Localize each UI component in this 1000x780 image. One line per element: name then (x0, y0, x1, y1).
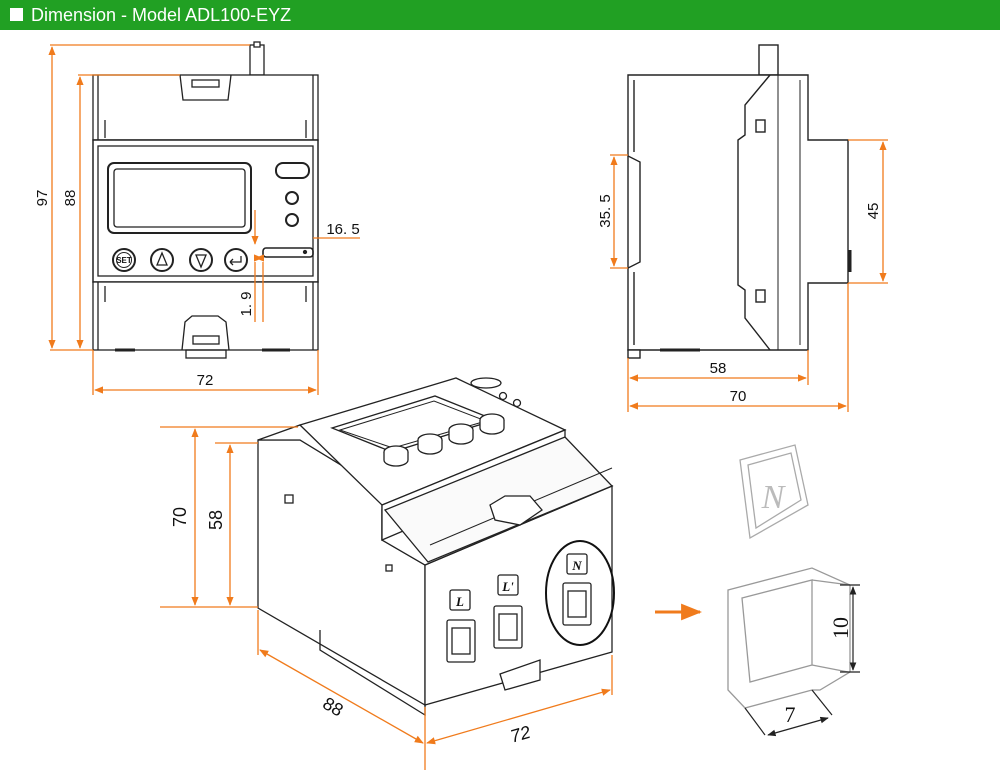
side-dimensions (610, 139, 888, 412)
n-cover-bottom (727, 567, 851, 709)
side-dimension-labels: 35. 5 45 58 70 (597, 194, 882, 405)
cover-n-letter: N (761, 479, 787, 516)
iso-height-body-label: 58 (206, 510, 226, 530)
slot-height-label: 1. 9 (238, 291, 255, 316)
front-view (92, 41, 319, 359)
enter-button (224, 248, 248, 272)
iso-terminal-labels: L L' N (455, 558, 582, 609)
front-buttons: SET (112, 248, 248, 272)
cover-width-label: 7 (785, 702, 796, 727)
depth-total-label: 70 (730, 388, 747, 405)
iso-dimensions (160, 426, 613, 770)
din-width-label: 35. 5 (597, 194, 614, 227)
section-header: Dimension - Model ADL100-EYZ (0, 0, 1000, 30)
terminal-label-l-prime: L' (501, 579, 514, 594)
height-total-label: 97 (34, 190, 51, 207)
set-button: SET (112, 248, 136, 272)
n-cover-top: N (739, 444, 809, 540)
height-body-label: 88 (62, 190, 79, 207)
up-button (150, 248, 174, 272)
iso-height-total-label: 70 (170, 507, 190, 527)
slot-offset-label: 16. 5 (326, 221, 359, 238)
section-title: Dimension - Model ADL100-EYZ (31, 5, 292, 25)
cover-height-label: 10 (828, 617, 853, 639)
set-button-label: SET (116, 256, 132, 265)
terminal-label-l: L (455, 594, 464, 609)
iso-width-label: 72 (508, 722, 533, 747)
front-dimension-labels: 97 88 72 16. 5 1. 9 (34, 190, 360, 389)
down-button (189, 248, 213, 272)
up-triangle-icon (156, 251, 168, 266)
highlight-circle (545, 540, 615, 646)
depth-body-label: 58 (710, 360, 727, 377)
down-triangle-icon (195, 254, 207, 269)
side-view (627, 44, 852, 359)
cover-dimensions (744, 584, 860, 737)
front-dimensions (48, 44, 360, 395)
square-bullet-icon (10, 8, 23, 21)
width-label: 72 (197, 372, 214, 389)
iso-view (257, 377, 614, 717)
terminal-label-n: N (571, 558, 582, 573)
cover-dimension-labels: 10 7 (785, 617, 854, 727)
enter-arrow-icon (229, 256, 242, 266)
front-height-label: 45 (865, 203, 882, 220)
